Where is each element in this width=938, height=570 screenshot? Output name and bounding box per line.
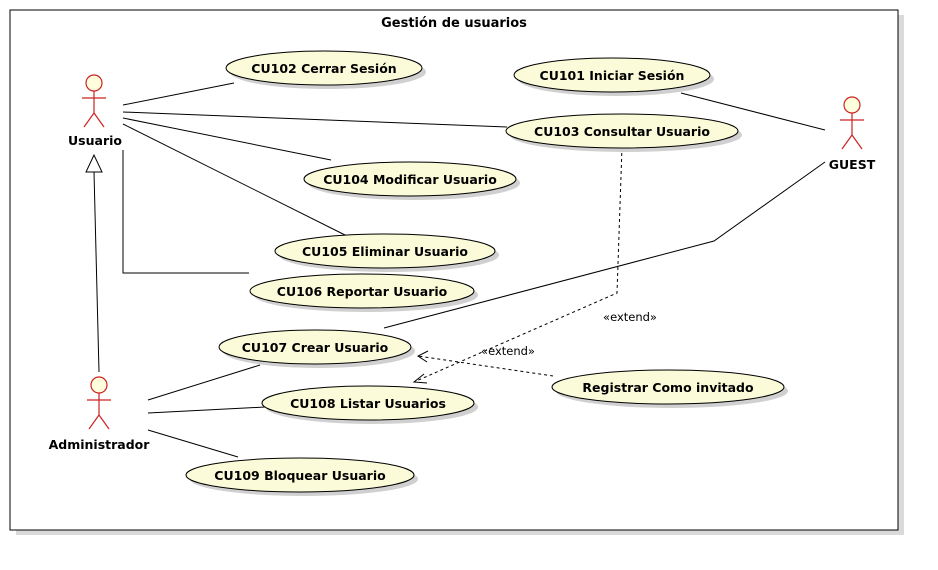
use-case-label: CU104 Modificar Usuario [323,172,497,187]
use-case-label: CU105 Eliminar Usuario [302,244,468,259]
use-case-cu104[interactable]: CU104 Modificar Usuario [303,161,520,200]
system-title: Gestión de usuarios [381,16,527,31]
actor-usuario[interactable]: Usuario [68,74,122,148]
extend-relations [413,146,623,383]
use-case-label: CU106 Reportar Usuario [277,284,448,299]
use-case-cu103[interactable]: CU103 Consultar Usuario [505,113,742,152]
use-case-cu101[interactable]: CU101 Iniciar Sesión [513,57,714,96]
assoc-usuario-cu105 [122,123,348,237]
extend-arrowhead-cu108 [412,373,428,384]
assoc-usuario-cu106 [122,150,249,274]
actor-label: Administrador [49,437,151,452]
use-case-label: CU103 Consultar Usuario [534,124,710,139]
use-case-cu108[interactable]: CU108 Listar Usuarios [261,385,478,424]
actor-guest[interactable]: GUEST [829,96,876,172]
generalization-admin-usuario [85,153,103,373]
extend-cu103-cu108 [413,146,623,383]
assoc-usuario-cu103 [122,111,508,128]
extend-label-1: «extend» [603,310,657,324]
actor-label: Usuario [68,133,122,148]
use-case-cu105[interactable]: CU105 Eliminar Usuario [274,233,499,272]
use-case-label: CU107 Crear Usuario [242,340,389,355]
assoc-admin-cu108 [147,406,266,414]
use-case-cu102[interactable]: CU102 Cerrar Sesión [225,50,426,89]
assoc-guest-cu101 [680,92,826,131]
use-case-label: CU101 Iniciar Sesión [540,68,685,83]
assoc-admin-cu109 [147,429,239,458]
use-case-label: CU109 Bloquear Usuario [214,468,386,483]
assoc-usuario-cu102 [122,82,235,106]
extend-arrowhead-cu107 [417,350,429,363]
actor-label: GUEST [829,157,876,172]
extend-registrar-cu107 [417,355,554,377]
use-case-registrar-invitado[interactable]: Registrar Como invitado [551,369,788,408]
use-case-label: CU108 Listar Usuarios [290,396,446,411]
use-case-cu106[interactable]: CU106 Reportar Usuario [249,273,478,312]
system-boundary [9,9,899,531]
associations [122,82,826,458]
assoc-guest-cu107 [383,161,826,329]
use-case-label: Registrar Como invitado [582,380,754,395]
stick-figure-icon [82,74,106,128]
use-case-label: CU102 Cerrar Sesión [251,61,396,76]
stick-figure-icon [87,376,111,430]
actor-administrador[interactable]: Administrador [49,376,151,452]
use-case-cu109[interactable]: CU109 Bloquear Usuario [185,457,418,496]
assoc-admin-cu107 [147,364,261,401]
assoc-usuario-cu104 [122,117,332,161]
stick-figure-icon [840,96,864,150]
extend-label-2: «extend» [481,344,535,358]
use-case-cu107[interactable]: CU107 Crear Usuario [218,329,415,368]
